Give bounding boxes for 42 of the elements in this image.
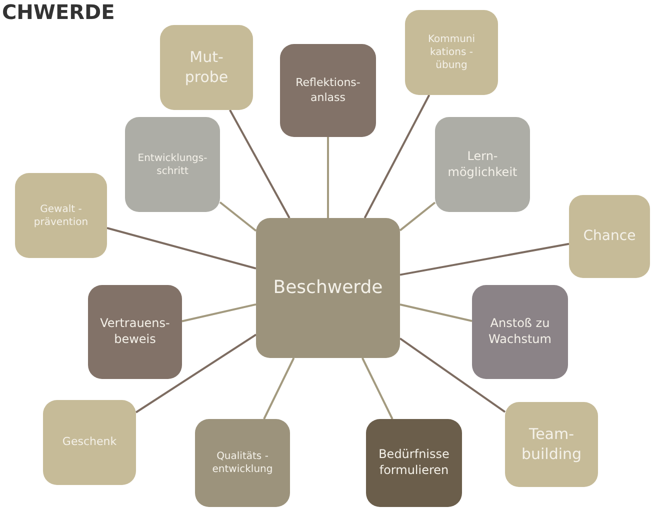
- connector-line: [135, 334, 257, 414]
- box-label: Geschenk: [62, 435, 117, 450]
- connector-line: [400, 242, 570, 276]
- connector-line: [364, 94, 430, 218]
- box-label: Beschwerde: [273, 276, 383, 300]
- box-label: Qualitäts - entwicklung: [211, 450, 274, 476]
- box-label: Lern- möglichkeit: [446, 148, 518, 180]
- connector-line: [263, 358, 295, 420]
- topic-box: [195, 419, 290, 507]
- box-label: Gewalt - prävention: [32, 202, 90, 228]
- box-label: Entwicklungs- schritt: [136, 152, 208, 178]
- box-label: Mut- probe: [184, 48, 230, 87]
- topic-box: [280, 44, 376, 137]
- box-label: Bedürfnisse formulieren: [378, 447, 450, 479]
- connector-line: [362, 358, 394, 420]
- box-label: Vertrauens- beweis: [99, 316, 171, 348]
- topic-box: [435, 117, 530, 212]
- title: CHWERDE: [2, 0, 115, 24]
- box-label: Reflektions- anlass: [294, 76, 362, 105]
- topic-box: [15, 173, 107, 258]
- box-label: Kommuni kations - übung: [426, 33, 476, 72]
- connector-line: [399, 338, 506, 413]
- box-label: Chance: [583, 227, 636, 246]
- connector-line: [327, 137, 329, 218]
- topic-box: [366, 419, 462, 507]
- topic-box: [43, 400, 136, 485]
- topic-box: [405, 10, 498, 95]
- topic-box: [472, 285, 568, 379]
- connector-line: [182, 303, 256, 322]
- central-box: [256, 218, 400, 358]
- connector-line: [400, 304, 472, 322]
- connector-line: [229, 110, 290, 218]
- connector-line: [106, 227, 256, 270]
- connector-line: [399, 202, 436, 232]
- topic-box: [505, 402, 598, 487]
- topic-box: [569, 195, 650, 278]
- box-label: Anstoß zu Wachstum: [488, 316, 552, 348]
- connector-line: [219, 201, 257, 232]
- topic-box: [125, 117, 220, 212]
- topic-box: [160, 25, 253, 110]
- topic-box: [88, 285, 182, 379]
- box-label: Team- building: [520, 425, 583, 464]
